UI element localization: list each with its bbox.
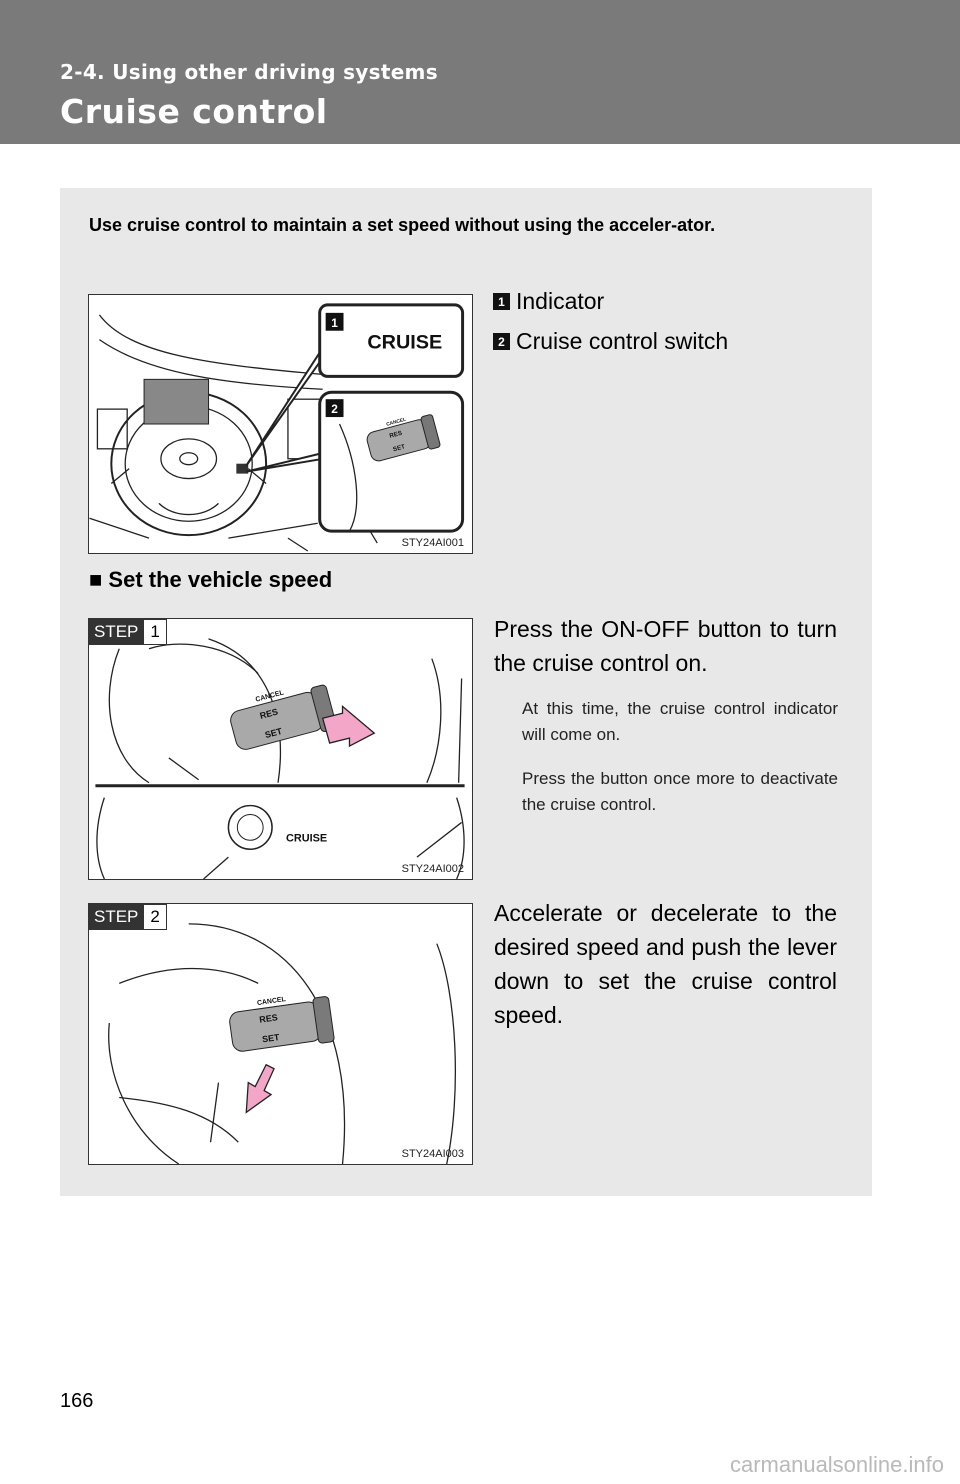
figure-step2: CANCEL RES SET STEP 2 STY24AI003 [88, 903, 473, 1165]
header-bar [0, 0, 960, 144]
figure-dashboard: 1 CRUISE 2 CANCEL RES SET STY24AI001 [88, 294, 473, 554]
legend-item-indicator: 1 Indicator [493, 288, 604, 315]
step2-text: Accelerate or decelerate to the desired … [494, 900, 837, 1028]
lever-label-cancel: CANCEL [386, 417, 407, 428]
step-badge: STEP 2 [89, 904, 167, 930]
lever-label-set: SET [261, 1032, 280, 1044]
page-number: 166 [60, 1390, 94, 1412]
figure-code: STY24AI002 [401, 863, 464, 875]
step-badge-label: STEP [89, 904, 144, 930]
legend-item-switch: 2 Cruise control switch [493, 328, 728, 355]
callout-1-num: 1 [331, 316, 338, 330]
watermark: carmanualsonline.info [729, 1452, 944, 1477]
figure-code: STY24AI003 [401, 1148, 464, 1160]
step-badge-number: 1 [143, 619, 167, 645]
page-title: Cruise control [60, 92, 328, 131]
lever-label-res: RES [259, 1012, 279, 1024]
step1-note-1: At this time, the cruise control indicat… [522, 699, 838, 744]
lever-label-res: RES [389, 430, 403, 440]
lever-label-res: RES [259, 707, 279, 721]
callout-2-num: 2 [331, 402, 338, 416]
step-badge-number: 2 [143, 904, 167, 930]
lever-label-cancel: CANCEL [257, 996, 287, 1007]
lever-label-set: SET [392, 443, 406, 453]
dashboard-illustration: 1 CRUISE 2 CANCEL RES SET [89, 303, 465, 552]
step1-text: Press the ON-OFF button to turn the crui… [494, 616, 837, 676]
section-heading: 2-4. Using other driving systems [60, 60, 438, 84]
figure-code: STY24AI001 [401, 537, 464, 549]
step-badge: STEP 1 [89, 619, 167, 645]
legend-num: 1 [493, 293, 510, 310]
legend-label: Cruise control switch [516, 328, 729, 354]
lever-label-set: SET [264, 726, 284, 740]
cruise-indicator-label: CRUISE [286, 832, 327, 844]
step2-illustration: CANCEL RES SET [108, 923, 457, 1164]
intro-text: Use cruise control to maintain a set spe… [89, 215, 716, 235]
square-bullet-icon: ■ [89, 567, 103, 592]
subsection-heading: ■ Set the vehicle speed [89, 567, 332, 593]
callout-cruise-label: CRUISE [367, 332, 442, 354]
legend-label: Indicator [516, 288, 605, 314]
subsection-title: Set the vehicle speed [108, 567, 333, 592]
step-badge-label: STEP [89, 619, 144, 645]
legend-num: 2 [493, 333, 510, 350]
step1-note-2: Press the button once more to deactivate… [522, 769, 838, 814]
